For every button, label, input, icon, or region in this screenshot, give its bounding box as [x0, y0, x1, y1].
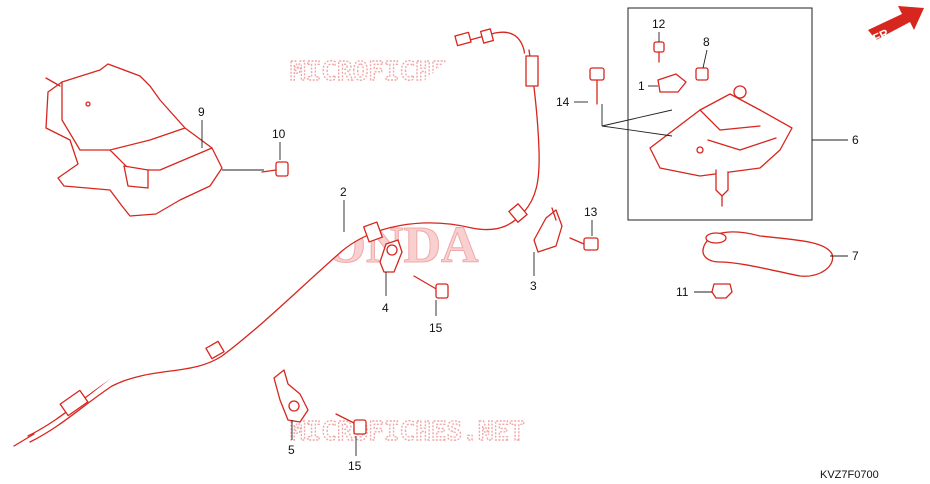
callout-1: 1: [638, 79, 645, 93]
part-15-bolt-upper: [413, 275, 449, 299]
part-13-bolt: [569, 237, 599, 251]
callout-5: 5: [288, 443, 295, 457]
callout-9: 9: [198, 105, 205, 119]
callout-12: 12: [652, 17, 666, 31]
callout-7: 7: [852, 249, 859, 263]
callout-6: 6: [852, 133, 859, 147]
callout-11: 11: [676, 285, 689, 299]
part-2-cable: [13, 28, 540, 447]
callout-14: 14: [556, 95, 570, 109]
part-11-nut: [711, 283, 733, 299]
direction-arrow-shape: [868, 6, 924, 40]
callout-3: 3: [530, 279, 537, 293]
part-8-nut: [695, 67, 709, 81]
part-5-clamp: [273, 369, 309, 423]
part-7-knob: [702, 231, 834, 277]
part-9-cover: [45, 63, 223, 217]
callout-15-lower: 15: [348, 459, 362, 473]
direction-arrow: FR.: [868, 6, 924, 46]
part-12-screw: [653, 41, 665, 63]
part-6-box: [627, 7, 813, 221]
part-4-clamp: [379, 239, 403, 273]
part-6-lever-assembly: [649, 85, 793, 207]
callout-4: 4: [382, 301, 389, 315]
part-3-bracket: [533, 207, 563, 253]
callout-10: 10: [272, 127, 286, 141]
callout-2: 2: [340, 185, 347, 199]
diagram-code: KVZ7F0700: [820, 469, 879, 481]
part-10-bolt: [261, 161, 289, 177]
leader-lines: [201, 32, 848, 456]
callout-15-upper: 15: [429, 321, 443, 335]
part-15-bolt-lower: [335, 413, 367, 435]
part-6-assembly-box: [627, 7, 813, 221]
part-1-switch: [657, 73, 687, 93]
part-14-bolt: [589, 67, 605, 105]
watermark-bottom: MICROFICHES.NET: [290, 417, 525, 447]
callout-8: 8: [703, 35, 710, 49]
callout-13: 13: [584, 205, 598, 219]
callout-labels: 1 2 3 4 5 6 7 8 9 10 11 12 13 14 15 15: [198, 17, 859, 473]
